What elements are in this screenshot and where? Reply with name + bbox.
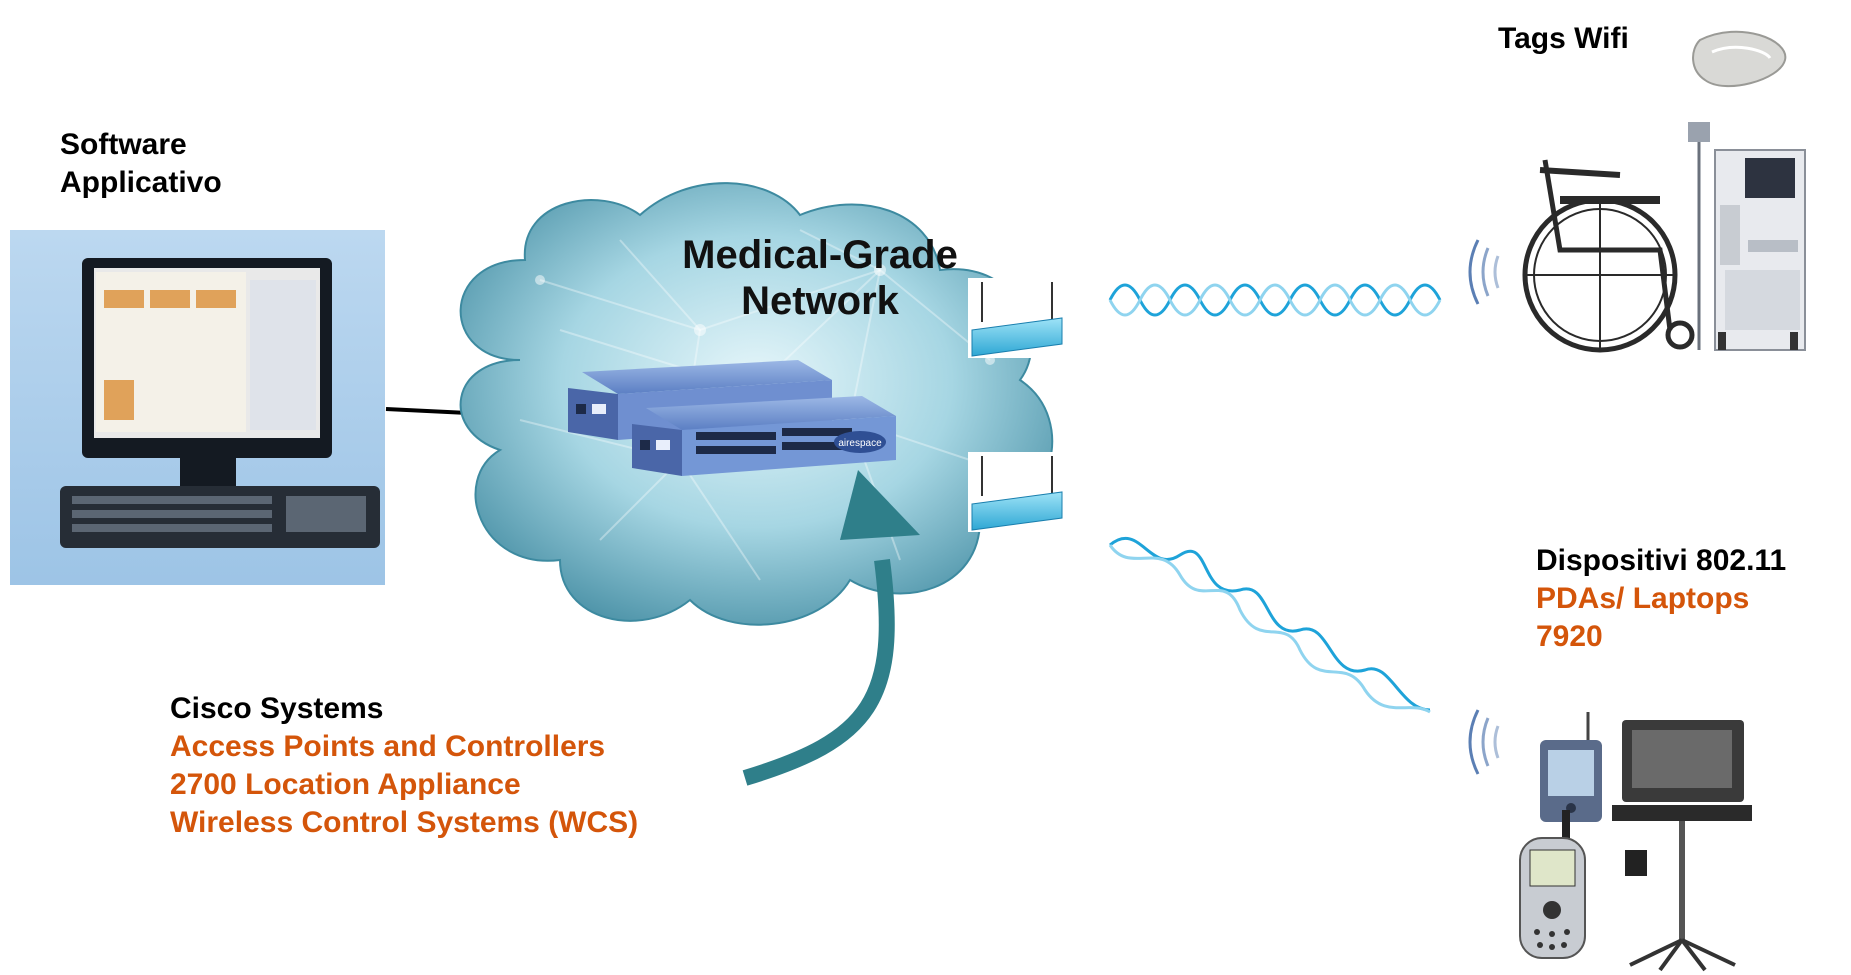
laptop-cart-icon [1612, 720, 1752, 972]
signal-arcs-bottom [1468, 709, 1500, 775]
curved-arrow [742, 470, 920, 786]
network-title-line1: Medical-Grade [682, 233, 958, 277]
controller-switch-front: airespace [632, 396, 896, 476]
access-point-top [968, 278, 1066, 358]
network-title: Medical-Grade Network [640, 232, 1000, 324]
wireless-signal-upper [1108, 283, 1442, 317]
signal-arcs-top [1468, 239, 1500, 305]
wheelchair-icon [1522, 159, 1695, 353]
cisco-item-2: 2700 Location Appliance [170, 768, 521, 801]
devices-title: Dispositivi 802.11 [1536, 544, 1787, 577]
devices-line2: 7920 [1536, 620, 1603, 653]
cisco-item-3: Wireless Control Systems (WCS) [170, 806, 639, 839]
devices-line1: PDAs/ Laptops [1536, 582, 1750, 615]
software-label-line1: Software [60, 128, 187, 161]
connection-line [385, 407, 469, 415]
tags-wifi-label: Tags Wifi [1498, 22, 1629, 55]
phone-7920-icon [1519, 810, 1586, 959]
access-point-bottom [968, 452, 1066, 532]
computer-illustration [10, 230, 385, 585]
wireless-signal-lower [1108, 536, 1431, 714]
cisco-item-1: Access Points and Controllers [170, 730, 606, 763]
network-title-line2: Network [741, 279, 899, 323]
pda-icon [1540, 712, 1602, 822]
software-label-line2: Applicativo [60, 166, 222, 199]
switch-brand-label: airespace [838, 438, 882, 449]
wifi-tag-icon [1692, 30, 1787, 88]
cisco-title: Cisco Systems [170, 692, 384, 725]
medical-machine-icon [1688, 122, 1806, 351]
